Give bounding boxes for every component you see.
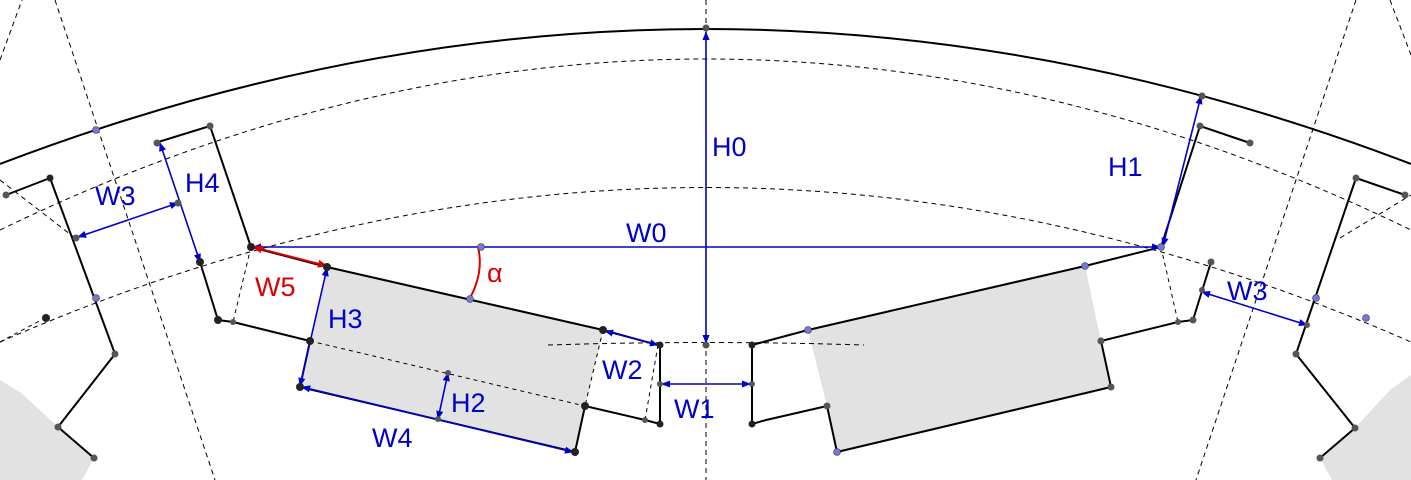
w0-lower-guide — [0, 317, 46, 343]
radial-right-outer — [1389, 0, 1411, 56]
w3-right-dimension — [1201, 290, 1308, 327]
vertex-point — [1107, 383, 1115, 391]
w5-dimension — [252, 245, 328, 268]
label-w4: W4 — [372, 423, 413, 453]
vertex-point — [823, 402, 831, 410]
alpha-arc — [469, 246, 481, 299]
w2-guide — [584, 329, 604, 407]
tooth-tip-right — [1160, 246, 1179, 323]
dimension-labels: H0 H1 H4 W3 W0 α W5 H3 W2 H2 W1 W4 W3 — [95, 132, 1268, 453]
w3-left-dimension — [77, 202, 179, 238]
slot-opening-arc — [547, 342, 865, 346]
vertex-points — [2, 24, 1409, 462]
label-w0: W0 — [626, 218, 667, 248]
h1-dimension — [1161, 95, 1203, 247]
vertex-point — [230, 319, 236, 325]
vertex-point — [657, 381, 663, 387]
vertex-point — [196, 258, 204, 266]
h3-dimension — [298, 267, 329, 387]
vertex-point — [1175, 319, 1181, 325]
vertex-point — [477, 243, 485, 251]
vertex-point — [466, 295, 474, 303]
right-slot-inner — [751, 125, 1251, 453]
vertex-point — [1246, 139, 1254, 147]
vertex-point — [1081, 262, 1089, 270]
vertex-point — [748, 341, 756, 349]
label-w2: W2 — [602, 355, 643, 385]
vertex-point — [1351, 424, 1359, 432]
vertex-point — [1199, 287, 1205, 293]
vertex-point — [749, 381, 755, 387]
label-h2: H2 — [451, 388, 486, 418]
slot-edge-guide-left — [644, 344, 659, 421]
vertex-point — [247, 243, 255, 251]
label-h0: H0 — [712, 132, 747, 162]
vertex-point — [571, 448, 579, 456]
bisector-left — [0, 179, 76, 239]
vertex-point — [111, 350, 119, 358]
vertex-point — [1312, 294, 1320, 302]
vertex-point — [1304, 322, 1310, 328]
vertex-point — [206, 122, 214, 130]
winding-far-left — [0, 380, 94, 480]
vertex-point — [435, 416, 441, 422]
vertex-point — [1157, 243, 1165, 251]
vertex-point — [153, 139, 161, 147]
vertex-point — [702, 341, 710, 349]
dimension-lines — [77, 31, 1308, 454]
winding-far-right — [1320, 375, 1411, 480]
vertex-point — [54, 423, 62, 431]
vertex-point — [1097, 337, 1105, 345]
vertex-point — [46, 174, 54, 182]
vertex-point — [581, 402, 589, 410]
vertex-point — [642, 417, 648, 423]
tooth-tip-left — [232, 246, 252, 323]
vertex-point — [306, 337, 314, 345]
vertex-point — [833, 448, 841, 456]
vertex-point — [445, 370, 451, 376]
vertex-point — [214, 316, 222, 324]
w2-dimension — [604, 329, 659, 347]
label-h3: H3 — [328, 304, 363, 334]
vertex-point — [1316, 454, 1324, 462]
label-alpha: α — [487, 258, 503, 288]
radial-right-inner — [1195, 0, 1357, 480]
vertex-point — [1207, 258, 1215, 266]
vertex-point — [174, 199, 182, 207]
vertex-point — [1196, 122, 1204, 130]
vertex-point — [1352, 174, 1360, 182]
label-h1: H1 — [1108, 152, 1143, 182]
vertex-point — [2, 191, 10, 199]
radial-left-inner — [54, 0, 216, 480]
vertex-point — [323, 263, 331, 271]
vertex-point — [1401, 191, 1409, 199]
h2-dimension — [436, 372, 450, 420]
radial-left-outer — [0, 0, 23, 61]
vertex-point — [296, 383, 304, 391]
label-w3-right: W3 — [1227, 276, 1268, 306]
vertex-point — [90, 454, 98, 462]
vertex-point — [599, 326, 607, 334]
vertex-point — [656, 420, 664, 428]
label-w3-left: W3 — [95, 181, 136, 211]
vertex-point — [1198, 92, 1206, 100]
vertex-point — [804, 326, 812, 334]
label-w1: W1 — [674, 394, 715, 424]
label-w5: W5 — [255, 272, 296, 302]
winding-right — [808, 266, 1111, 452]
bisector-right — [1339, 194, 1411, 239]
label-h4: H4 — [185, 168, 220, 198]
vertex-point — [656, 341, 664, 349]
vertex-point — [1189, 316, 1197, 324]
vertex-point — [92, 294, 100, 302]
vertex-point — [748, 420, 756, 428]
vertex-point — [1362, 314, 1370, 322]
air-gap-arc — [0, 187, 1411, 343]
vertex-point — [42, 314, 50, 322]
vertex-point — [72, 234, 80, 242]
vertex-point — [1292, 350, 1300, 358]
vertex-point — [702, 24, 710, 32]
vertex-point — [92, 126, 100, 134]
